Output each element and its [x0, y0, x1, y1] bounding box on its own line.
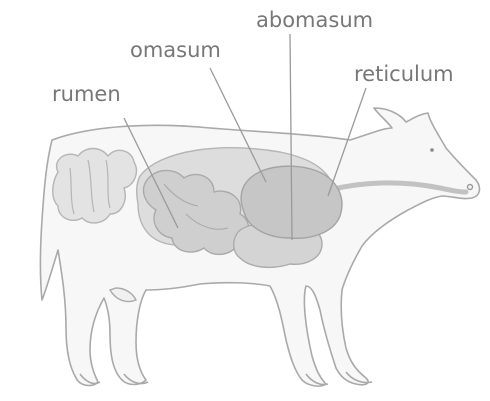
label-rumen: rumen	[52, 84, 121, 105]
label-abomasum: abomasum	[256, 10, 373, 31]
label-omasum: omasum	[130, 40, 221, 61]
label-reticulum: reticulum	[354, 64, 454, 85]
cow-eye	[430, 148, 434, 152]
